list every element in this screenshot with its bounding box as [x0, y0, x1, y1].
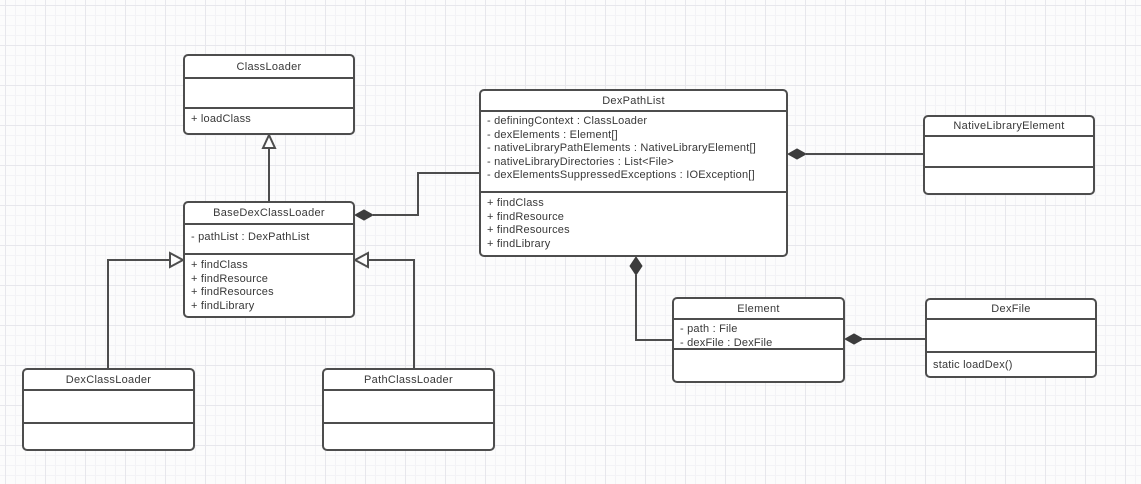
class-title: DexPathList: [481, 91, 786, 112]
class-methods: + loadClass: [185, 109, 353, 133]
class-title: NativeLibraryElement: [925, 117, 1093, 137]
attribute-row: - dexFile : DexFile: [680, 336, 773, 349]
class-attributes: - definingContext : ClassLoader - dexEle…: [481, 112, 786, 193]
attribute-row: - definingContext : ClassLoader: [487, 115, 648, 127]
class-methods: + findClass + findResource + findResourc…: [481, 193, 786, 255]
class-title: PathClassLoader: [324, 370, 493, 391]
class-methods: [324, 424, 493, 449]
attribute-row: - path : File: [680, 323, 738, 335]
attribute-row: - dexElementsSuppressedExceptions : IOEx…: [487, 169, 755, 181]
edge-element-composes-dexfile[interactable]: [843, 333, 925, 345]
class-methods: + findClass + findResource + findResourc…: [185, 255, 353, 316]
class-element[interactable]: Element - path : File - dexFile : DexFil…: [672, 297, 845, 383]
edge-basedexclassloader-extends-classloader[interactable]: [261, 132, 277, 201]
class-attributes: [927, 320, 1095, 353]
method-row: + findResource: [191, 272, 269, 285]
attribute-row: - dexElements : Element[]: [487, 128, 618, 141]
class-title: DexClassLoader: [24, 370, 193, 391]
method-row: + loadClass: [191, 113, 251, 125]
class-title: Element: [674, 299, 843, 320]
class-methods: [674, 350, 843, 381]
edge-dexpathlist-composes-nativelibraryelement[interactable]: [786, 148, 923, 160]
method-row: + findClass: [191, 259, 248, 271]
class-attributes: - pathList : DexPathList: [185, 225, 353, 255]
class-dexpathlist[interactable]: DexPathList - definingContext : ClassLoa…: [479, 89, 788, 257]
class-methods: [24, 424, 193, 449]
method-row: + findResource: [487, 210, 565, 223]
class-basedexclassloader[interactable]: BaseDexClassLoader - pathList : DexPathL…: [183, 201, 355, 318]
attribute-row: - pathList : DexPathList: [191, 231, 310, 243]
class-pathclassloader[interactable]: PathClassLoader: [322, 368, 495, 451]
class-title: DexFile: [927, 300, 1095, 320]
edge-dexclassloader-extends-basedexclassloader[interactable]: [107, 251, 186, 368]
attribute-row: - nativeLibraryDirectories : List<File>: [487, 155, 674, 168]
class-attributes: [324, 391, 493, 424]
class-dexfile[interactable]: DexFile static loadDex(): [925, 298, 1097, 378]
edge-dexpathlist-composes-element[interactable]: [629, 256, 672, 341]
method-row: + findClass: [487, 197, 544, 209]
edge-basedexclassloader-composes-dexpathlist[interactable]: [353, 172, 479, 221]
edge-pathclassloader-extends-basedexclassloader[interactable]: [352, 251, 415, 368]
method-row: + findResources: [487, 224, 570, 236]
method-row: + findLibrary: [191, 299, 255, 312]
method-row: + findResources: [191, 286, 274, 298]
class-nativelibraryelement[interactable]: NativeLibraryElement: [923, 115, 1095, 195]
class-title: ClassLoader: [185, 56, 353, 79]
attribute-row: - nativeLibraryPathElements : NativeLibr…: [487, 142, 757, 154]
class-methods: static loadDex(): [927, 353, 1095, 376]
class-dexclassloader[interactable]: DexClassLoader: [22, 368, 195, 451]
class-attributes: [24, 391, 193, 424]
class-attributes: [185, 79, 353, 109]
class-methods: [925, 168, 1093, 193]
class-title: BaseDexClassLoader: [185, 203, 353, 225]
class-attributes: - path : File - dexFile : DexFile: [674, 320, 843, 350]
method-row: static loadDex(): [933, 359, 1013, 371]
class-attributes: [925, 137, 1093, 168]
method-row: + findLibrary: [487, 237, 551, 250]
class-classloader[interactable]: ClassLoader + loadClass: [183, 54, 355, 135]
